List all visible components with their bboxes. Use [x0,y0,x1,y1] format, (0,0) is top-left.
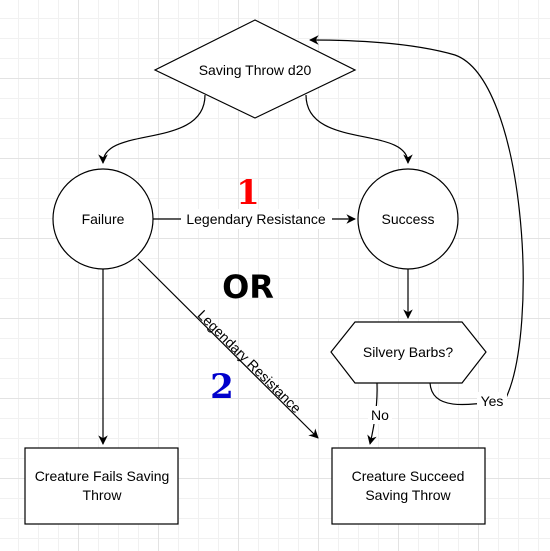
saving-throw-label: Saving Throw d20 [199,62,312,78]
option-2-number: 2 [210,367,234,407]
edge-saving-to-failure [98,94,206,164]
yes-label-bg [477,392,507,410]
success-node[interactable]: Success [357,168,459,270]
yes-label: Yes [481,393,504,409]
edge-label-bg-1 [181,209,332,229]
creature-succeeds-box[interactable]: Creature Succeed Saving Throw [331,447,486,525]
no-label: No [371,407,389,423]
edge-saving-to-success [305,94,413,164]
legendary-resistance-label-1: Legendary Resistance [186,211,326,227]
creature-fails-box[interactable]: Creature Fails Saving Throw [24,447,179,525]
creature-succeeds-line-1: Creature Succeed [352,468,465,484]
saving-throw-decision[interactable]: Saving Throw d20 [153,19,357,119]
failure-node[interactable]: Failure [52,168,154,270]
no-label-bg [368,406,392,424]
creature-fails-line-1: Creature Fails Saving [35,468,170,484]
silvery-barbs-label: Silvery Barbs? [363,344,453,360]
creature-fails-line-2: Throw [83,487,123,503]
option-1-number: 1 [236,173,260,213]
or-label: OR [222,268,274,306]
edge-silvery-yes-loop [309,35,524,406]
edge-failure-to-succeeds-box [137,258,319,439]
creature-succeeds-line-2: Saving Throw [365,487,451,503]
silvery-barbs-decision[interactable]: Silvery Barbs? [330,321,487,384]
failure-label: Failure [82,211,125,227]
success-label: Success [382,211,435,227]
